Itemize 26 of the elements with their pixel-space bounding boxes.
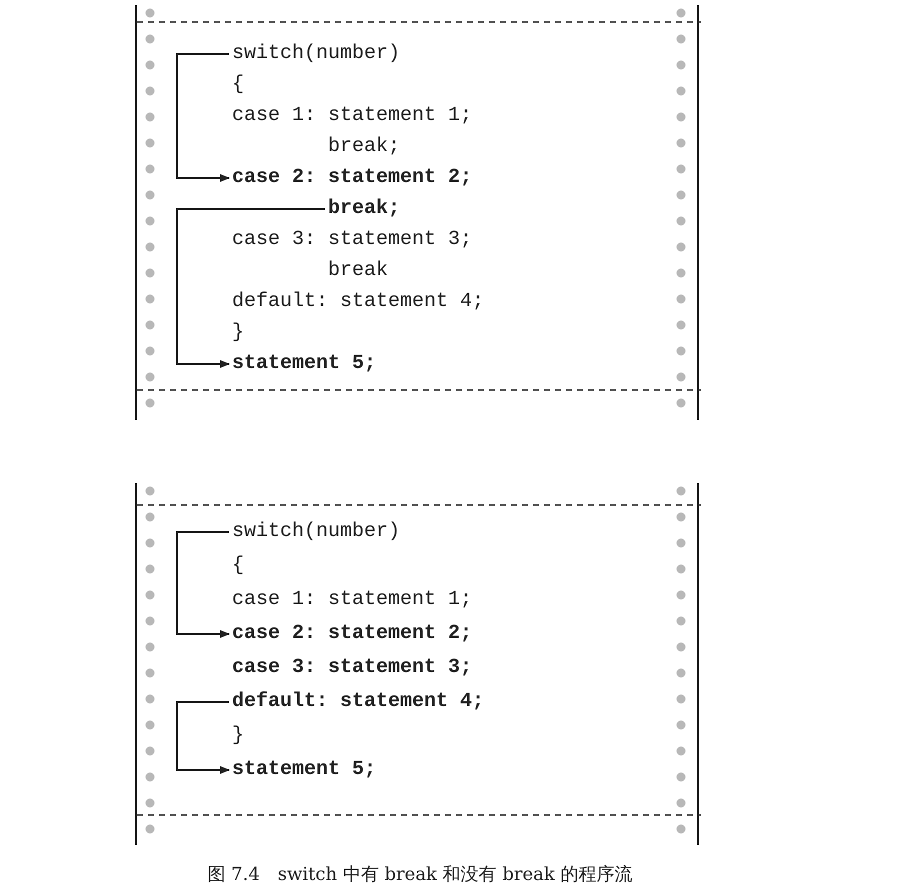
code-line: { xyxy=(232,554,244,578)
flow-arrow xyxy=(176,531,230,638)
code-line: } xyxy=(232,321,244,345)
code-line: default: statement 4; xyxy=(232,290,484,314)
code-line: case 2: statement 2; xyxy=(232,622,472,646)
flow-arrow xyxy=(176,53,230,182)
continuous-form-paper xyxy=(135,483,699,845)
code-line: switch(number) xyxy=(232,42,400,66)
code-line: case 3: statement 3; xyxy=(232,656,472,680)
flow-arrow xyxy=(176,701,230,774)
flow-arrow xyxy=(176,208,325,368)
code-line: case 1: statement 1; xyxy=(232,104,472,128)
code-line: break; xyxy=(328,135,400,159)
code-line: statement 5; xyxy=(232,352,376,376)
code-line: default: statement 4; xyxy=(232,690,484,714)
code-line: case 3: statement 3; xyxy=(232,228,472,252)
code-line: break xyxy=(328,259,388,283)
code-line: { xyxy=(232,73,244,97)
code-line: case 1: statement 1; xyxy=(232,588,472,612)
continuous-form-paper xyxy=(135,5,699,420)
figure-caption: 图 7.4 switch 中有 break 和没有 break 的程序流 xyxy=(206,863,634,886)
code-line: case 2: statement 2; xyxy=(232,166,472,190)
code-line: break; xyxy=(328,197,400,221)
code-line: } xyxy=(232,724,244,748)
code-line: statement 5; xyxy=(232,758,376,782)
code-line: switch(number) xyxy=(232,520,400,544)
